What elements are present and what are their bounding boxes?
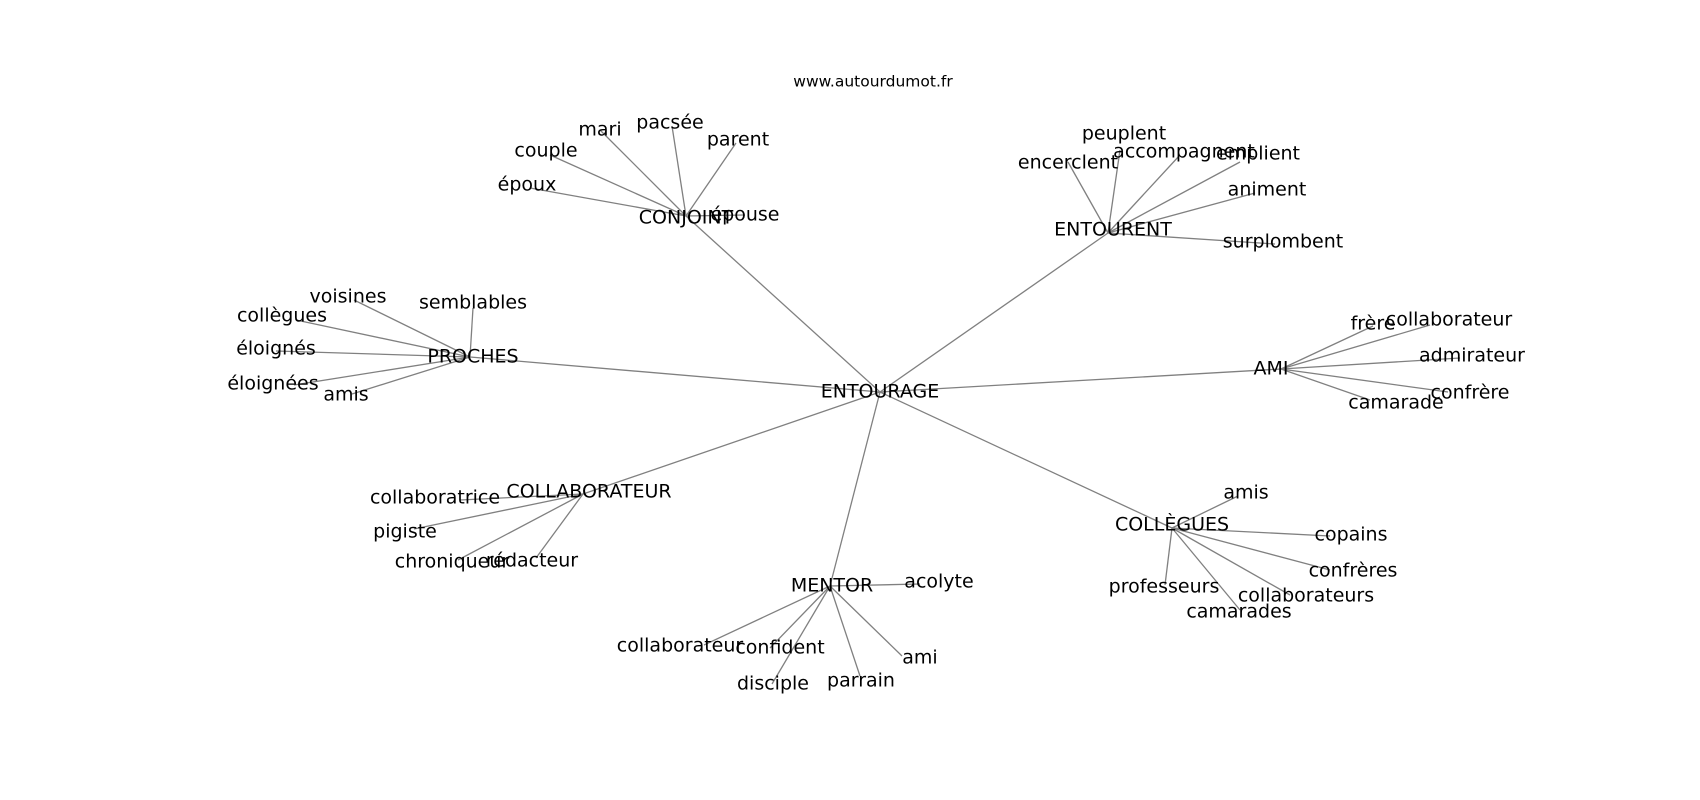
edge-collegues-0 bbox=[1171, 495, 1239, 529]
leaf-node-entourent-0: peuplent bbox=[1082, 123, 1166, 145]
edge-conjoint-2 bbox=[685, 142, 737, 217]
edge-root-proches bbox=[469, 356, 881, 393]
edge-entourent-0 bbox=[1107, 149, 1121, 234]
edge-collaborateur-3 bbox=[535, 493, 584, 559]
leaf-node-entourent-5: surplombent bbox=[1223, 231, 1343, 253]
leaf-node-conjoint-2: parent bbox=[707, 129, 769, 151]
edge-conjoint-0 bbox=[599, 129, 687, 217]
edge-entourent-4 bbox=[1107, 192, 1256, 234]
edge-collaborateur-0 bbox=[459, 493, 584, 501]
edge-collegues-4 bbox=[1171, 527, 1291, 596]
leaf-node-ami-1: collaborateur bbox=[1386, 309, 1513, 331]
leaf-node-proches-1: semblables bbox=[419, 292, 527, 314]
edge-proches-0 bbox=[353, 299, 471, 358]
edge-mentor-3 bbox=[829, 585, 903, 657]
leaf-node-mentor-2: confident bbox=[735, 637, 824, 659]
leaf-node-conjoint-1: pacsée bbox=[636, 112, 703, 134]
edge-conjoint-3 bbox=[549, 154, 687, 217]
edge-proches-2 bbox=[295, 319, 471, 358]
group-node-mentor: MENTOR bbox=[791, 575, 873, 597]
leaf-node-proches-0: voisines bbox=[310, 286, 387, 308]
edge-root-entourent bbox=[879, 232, 1109, 393]
edge-proches-1 bbox=[469, 307, 474, 358]
edge-collegues-3 bbox=[1164, 527, 1173, 586]
leaf-node-ami-3: confrère bbox=[1431, 382, 1510, 404]
leaf-node-mentor-1: collaborateur bbox=[617, 635, 744, 657]
edge-proches-3 bbox=[275, 350, 471, 358]
leaf-node-collegues-3: professeurs bbox=[1109, 576, 1220, 598]
leaf-node-entourent-1: accompagnent bbox=[1113, 141, 1255, 163]
leaf-node-entourent-4: animent bbox=[1228, 179, 1307, 201]
leaf-node-conjoint-4: épouse bbox=[710, 204, 779, 226]
edge-entourent-2 bbox=[1107, 161, 1241, 234]
edge-conjoint-1 bbox=[671, 125, 687, 217]
leaf-node-collaborateur-1: pigiste bbox=[373, 521, 437, 543]
edge-collaborateur-2 bbox=[457, 493, 584, 561]
group-node-conjoint: CONJOINT bbox=[639, 207, 734, 229]
edge-mentor-0 bbox=[829, 583, 921, 587]
leaf-node-mentor-5: parrain bbox=[827, 670, 895, 692]
edge-root-conjoint bbox=[685, 215, 881, 393]
leaf-node-collegues-4: collaborateurs bbox=[1238, 585, 1374, 607]
leaf-node-entourent-2: emplient bbox=[1216, 143, 1300, 165]
group-node-proches: PROCHES bbox=[427, 346, 518, 368]
edge-entourent-1 bbox=[1107, 154, 1181, 234]
edge-conjoint-4 bbox=[685, 214, 746, 217]
leaf-node-ami-4: camarade bbox=[1348, 392, 1443, 414]
edge-ami-2 bbox=[1280, 357, 1461, 370]
edge-collegues-5 bbox=[1171, 527, 1241, 611]
leaf-node-collegues-1: copains bbox=[1315, 524, 1388, 546]
edge-entourent-5 bbox=[1107, 232, 1276, 245]
leaf-node-ami-0: frère bbox=[1351, 313, 1396, 335]
edge-conjoint-5 bbox=[529, 187, 687, 217]
leaf-node-conjoint-3: couple bbox=[514, 140, 577, 162]
source-label: www.autourdumot.fr bbox=[793, 73, 953, 91]
leaf-node-collegues-5: camarades bbox=[1186, 601, 1291, 623]
edge-proches-4 bbox=[293, 356, 471, 386]
leaf-node-collaborateur-0: collaboratrice bbox=[370, 487, 500, 509]
leaf-node-proches-3: éloignés bbox=[236, 338, 316, 360]
root-node-label: ENTOURAGE bbox=[821, 381, 940, 403]
leaf-node-entourent-3: encerclent bbox=[1018, 152, 1118, 174]
edge-mentor-5 bbox=[829, 585, 861, 677]
edge-root-collaborateur bbox=[582, 391, 881, 495]
leaf-node-collegues-0: amis bbox=[1223, 482, 1268, 504]
edge-ami-0 bbox=[1280, 325, 1374, 370]
leaf-node-collaborateur-2: chroniqueur bbox=[395, 551, 510, 573]
leaf-node-conjoint-5: époux bbox=[498, 174, 557, 196]
leaf-node-proches-5: amis bbox=[323, 384, 368, 406]
leaf-node-collegues-2: confrères bbox=[1309, 560, 1398, 582]
group-node-collegues: COLLÈGUES bbox=[1115, 513, 1229, 536]
edge-ami-4 bbox=[1280, 368, 1371, 401]
edge-proches-5 bbox=[351, 356, 471, 395]
edge-ami-1 bbox=[1280, 324, 1431, 370]
leaf-node-mentor-4: disciple bbox=[737, 673, 809, 695]
edge-entourent-3 bbox=[1067, 161, 1109, 234]
edge-mentor-2 bbox=[769, 585, 831, 649]
leaf-node-proches-4: éloignées bbox=[227, 373, 318, 395]
leaf-node-collaborateur-3: rédacteur bbox=[486, 550, 578, 572]
group-node-entourent: ENTOURENT bbox=[1054, 219, 1172, 241]
edge-root-ami bbox=[879, 368, 1282, 393]
edge-root-mentor bbox=[829, 391, 881, 587]
edge-collegues-1 bbox=[1171, 527, 1331, 537]
edge-collaborateur-1 bbox=[413, 493, 584, 530]
edge-collegues-2 bbox=[1171, 527, 1331, 571]
leaf-node-conjoint-0: mari bbox=[578, 119, 621, 141]
leaf-node-mentor-3: ami bbox=[902, 647, 937, 669]
group-node-collaborateur: COLLABORATEUR bbox=[506, 481, 671, 503]
group-node-ami: AMI bbox=[1254, 358, 1289, 380]
leaf-node-ami-2: admirateur bbox=[1419, 345, 1525, 367]
edges bbox=[275, 125, 1461, 685]
edge-mentor-4 bbox=[771, 585, 831, 685]
edge-mentor-1 bbox=[703, 585, 831, 646]
leaf-node-mentor-0: acolyte bbox=[904, 571, 973, 593]
leaf-node-proches-2: collègues bbox=[237, 305, 327, 327]
edge-root-collegues bbox=[879, 391, 1173, 529]
edge-ami-3 bbox=[1280, 368, 1449, 393]
